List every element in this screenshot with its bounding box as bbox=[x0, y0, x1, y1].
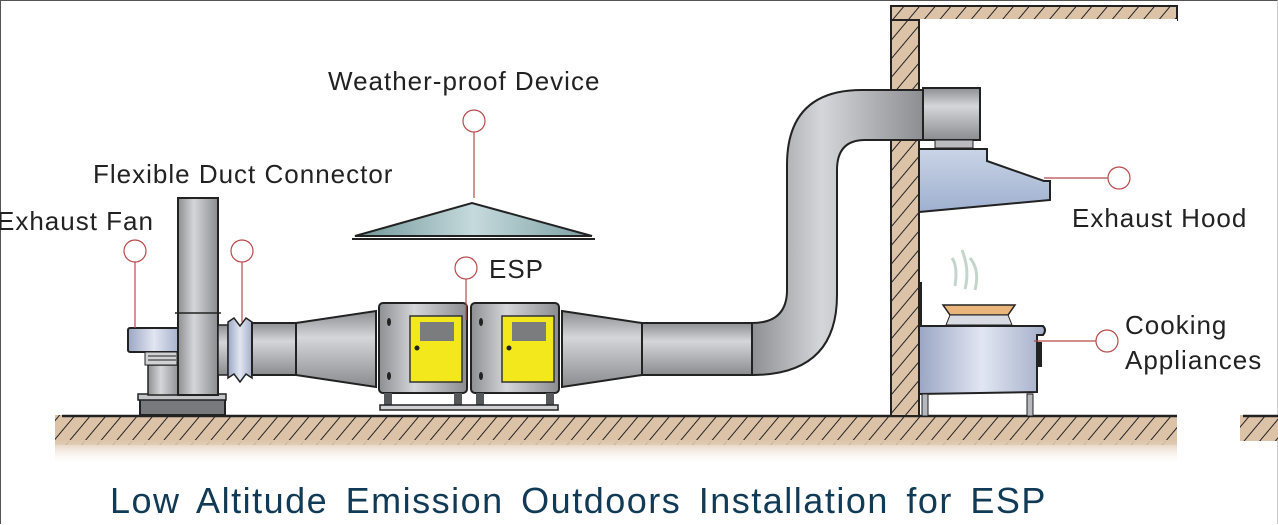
esp-unit-2 bbox=[470, 302, 560, 409]
weather-proof-device bbox=[352, 201, 595, 240]
label-flexible-duct-connector: Flexible Duct Connector bbox=[93, 159, 394, 189]
label-exhaust-hood: Exhaust Hood bbox=[1072, 203, 1248, 233]
ground bbox=[55, 414, 1278, 465]
cooking-appliance bbox=[918, 249, 1046, 417]
diagram-title: Low Altitude Emission Outdoors Installat… bbox=[110, 480, 1047, 521]
building-wall bbox=[890, 5, 1178, 417]
label-weather-proof-device: Weather-proof Device bbox=[328, 66, 601, 96]
exhaust-hood bbox=[918, 139, 1051, 214]
callout-esp bbox=[454, 256, 478, 320]
callout-cooking-appliances bbox=[1034, 329, 1119, 353]
inlet-duct bbox=[251, 309, 377, 389]
exhaust-fan bbox=[127, 197, 227, 416]
callout-weather-proof bbox=[462, 109, 486, 198]
callout-exhaust-hood bbox=[1044, 166, 1131, 190]
label-cooking: Cooking bbox=[1125, 310, 1228, 340]
label-exhaust-fan: Exhaust Fan bbox=[0, 206, 154, 236]
flexible-duct-connector bbox=[217, 316, 253, 384]
label-appliances: Appliances bbox=[1125, 345, 1263, 375]
esp-unit-1 bbox=[378, 302, 468, 409]
outlet-duct bbox=[561, 87, 981, 389]
label-esp: ESP bbox=[489, 254, 545, 284]
callout-exhaust-fan bbox=[123, 239, 147, 328]
callout-flexible-duct bbox=[230, 239, 254, 322]
esp-base-frame bbox=[379, 404, 559, 411]
